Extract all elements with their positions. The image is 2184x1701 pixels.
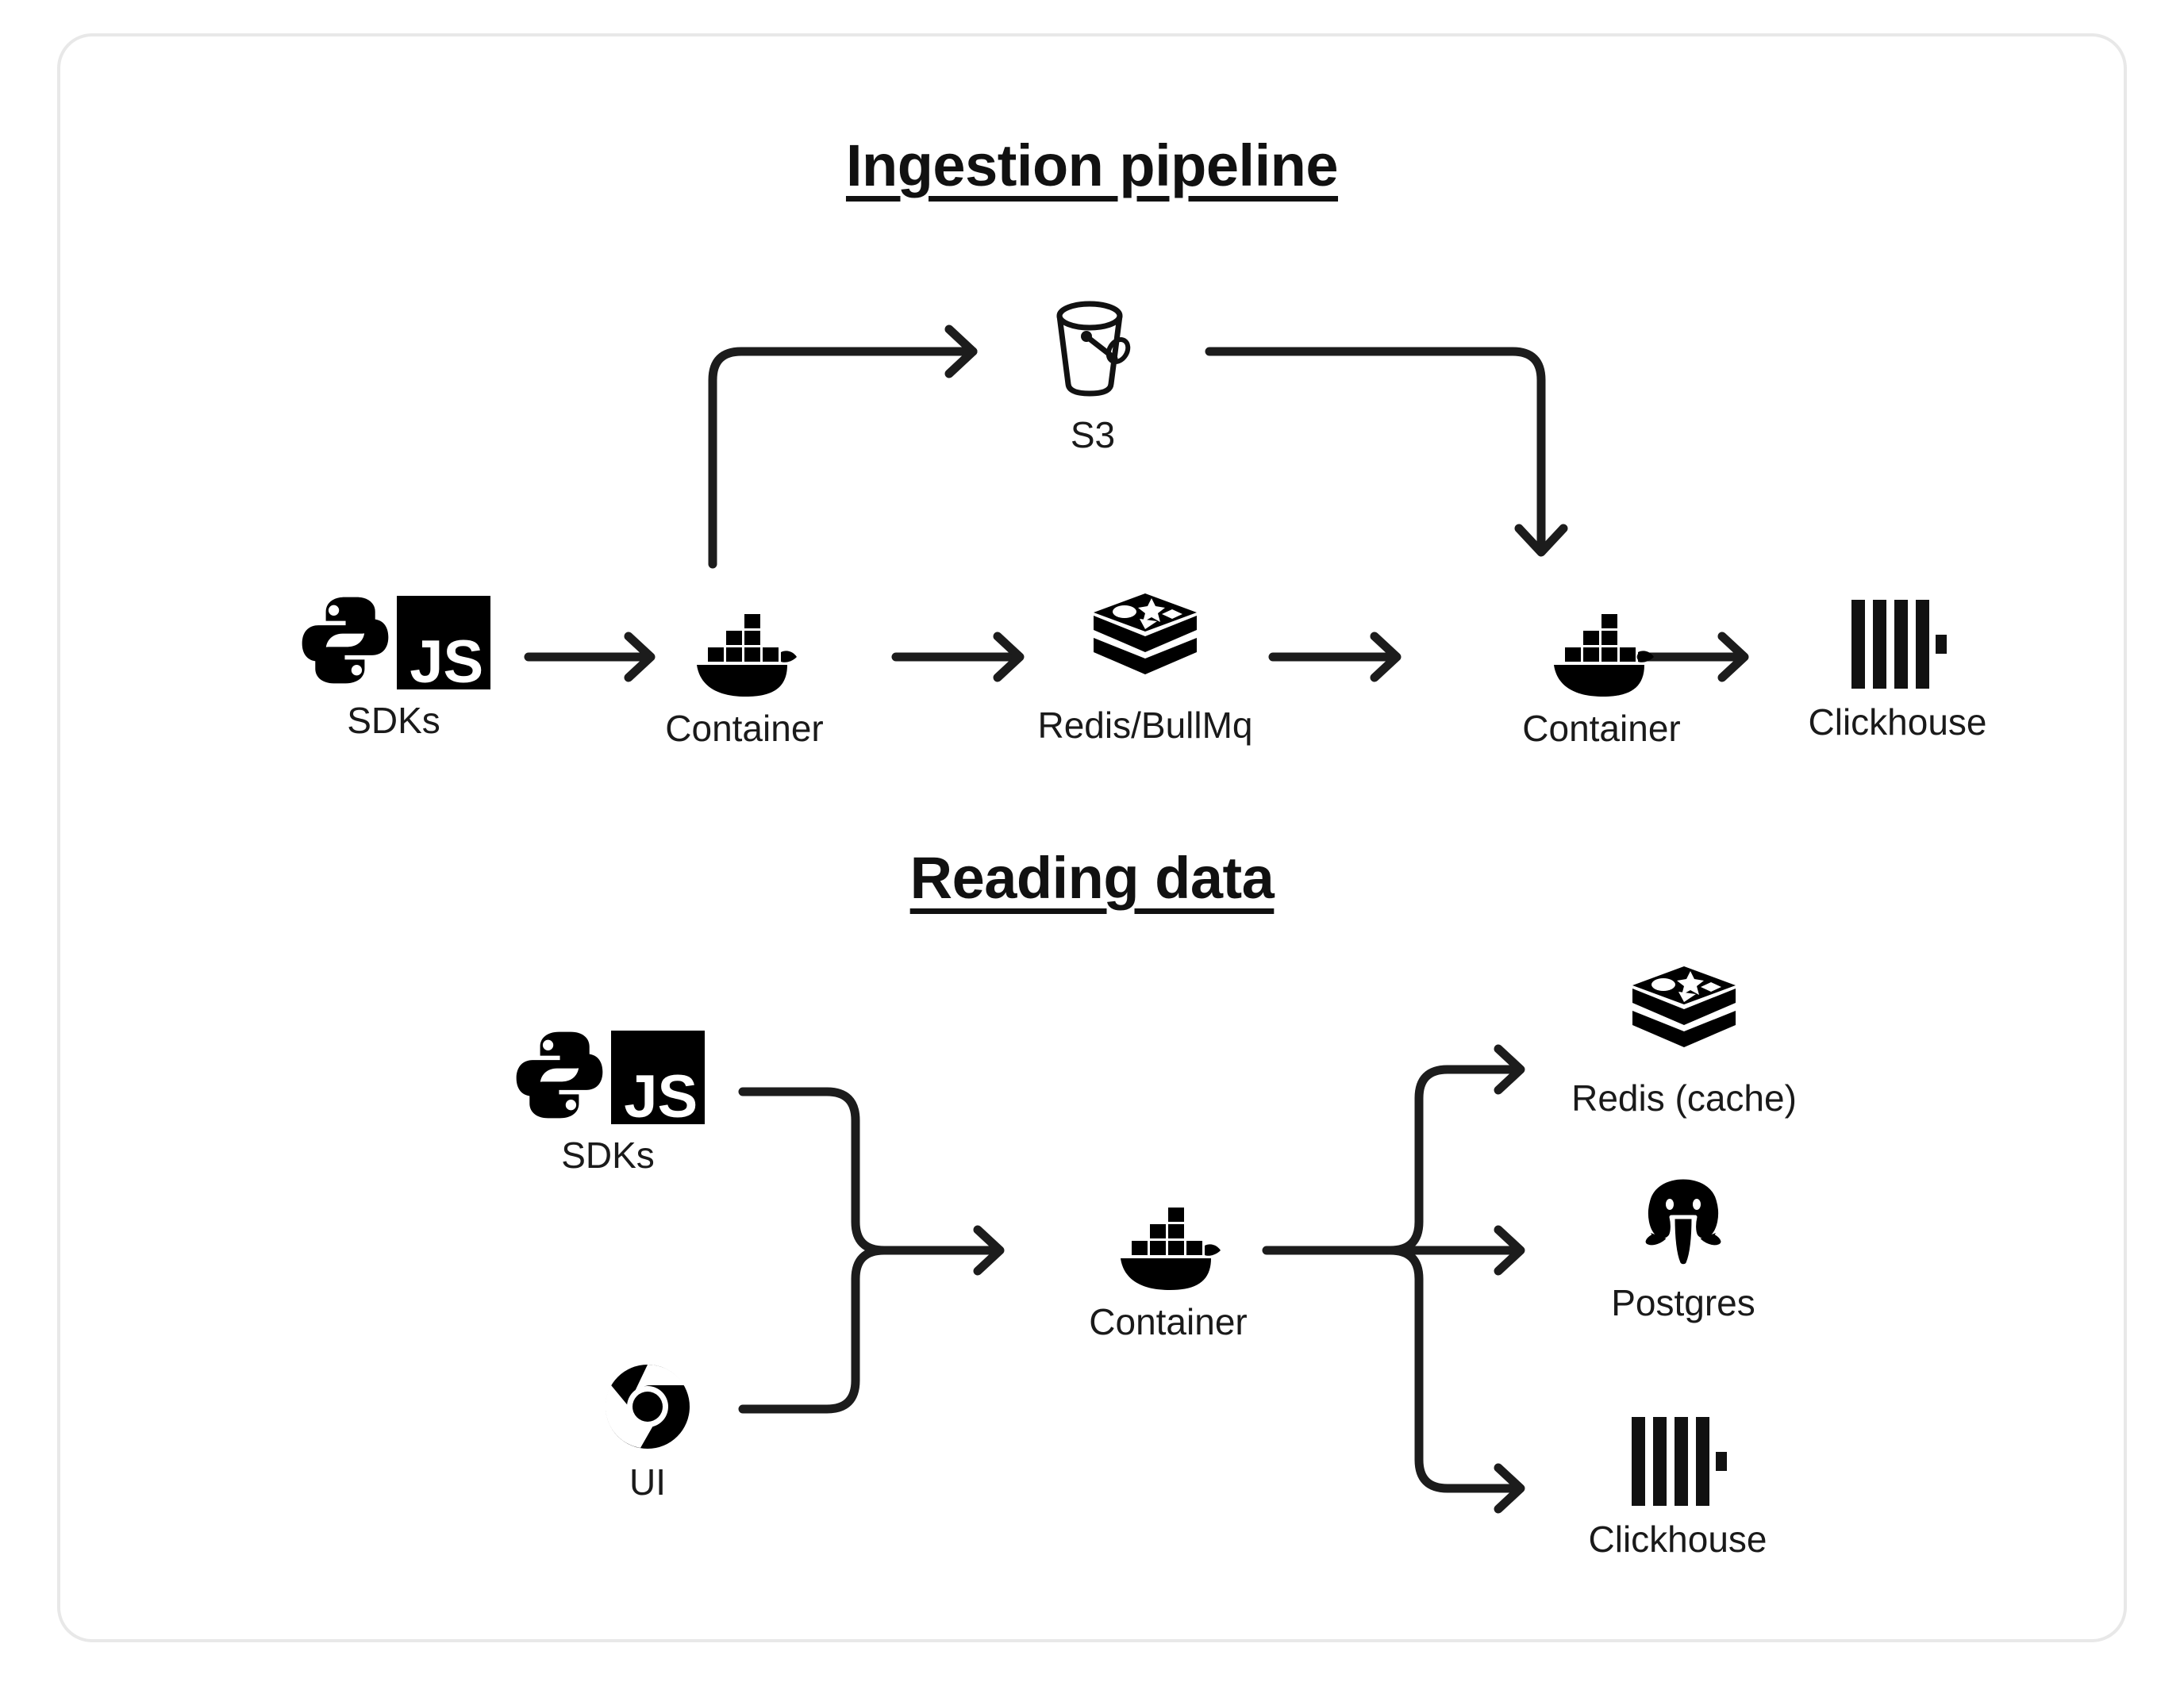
node-label: Postgres <box>1611 1282 1755 1323</box>
edge-container-clickhouse <box>1386 1246 1524 1493</box>
node-sdks-reading[interactable]: JS SDKs <box>473 1027 743 1177</box>
python-js-sdk-icon: JS <box>473 1027 743 1131</box>
redis-stack-icon <box>1517 965 1851 1070</box>
node-label: UI <box>629 1461 666 1503</box>
docker-whale-icon <box>1049 1196 1287 1294</box>
node-redis-cache[interactable]: Redis (cache) <box>1517 965 1851 1119</box>
s3-bucket-icon <box>1002 295 1184 407</box>
node-s3[interactable]: S3 <box>1002 295 1184 456</box>
node-container-reading[interactable]: Container <box>1049 1196 1287 1343</box>
node-label: SDKs <box>561 1135 655 1176</box>
edge-ui-container <box>738 1246 889 1414</box>
node-label: Container <box>1522 708 1681 749</box>
node-container2[interactable]: Container <box>1482 603 1721 750</box>
edge-sdks-container <box>738 1087 889 1255</box>
node-clickhouse-ingestion[interactable]: Clickhouse <box>1767 598 2028 743</box>
node-label: Clickhouse <box>1808 701 1987 743</box>
section-title-reading: Reading data <box>909 845 1275 911</box>
node-redis-bullmq[interactable]: Redis/BullMq <box>998 592 1292 747</box>
edge-container1-s3 <box>708 347 978 569</box>
clickhouse-bars-icon <box>1543 1415 1813 1511</box>
edge-container-rediscache <box>1386 1065 1524 1255</box>
node-clickhouse-reading[interactable]: Clickhouse <box>1543 1415 1813 1561</box>
docker-whale-icon <box>625 603 863 701</box>
node-ui[interactable]: UI <box>568 1363 727 1503</box>
node-sdks-ingestion[interactable]: JS SDKs <box>259 592 529 742</box>
node-label: Clickhouse <box>1588 1519 1767 1560</box>
docker-whale-icon <box>1482 603 1721 701</box>
node-label: S3 <box>1070 414 1116 455</box>
node-label: Redis/BullMq <box>1037 705 1253 746</box>
node-postgres[interactable]: Postgres <box>1552 1171 1814 1324</box>
postgres-elephant-icon <box>1552 1171 1814 1275</box>
python-icon <box>297 592 394 693</box>
python-js-sdk-icon: JS <box>259 592 529 696</box>
node-label: Redis (cache) <box>1571 1077 1797 1119</box>
clickhouse-bars-icon <box>1767 598 2028 694</box>
node-label: Container <box>1089 1301 1248 1342</box>
diagram-edges <box>524 324 1749 1514</box>
edge-s3-container2 <box>1205 347 1546 555</box>
javascript-icon: JS <box>611 1030 706 1131</box>
python-icon <box>511 1027 608 1127</box>
chrome-browser-icon <box>568 1363 727 1454</box>
node-label: SDKs <box>347 700 440 741</box>
node-label: Container <box>665 708 824 749</box>
section-title-ingestion: Ingestion pipeline <box>845 132 1339 198</box>
javascript-icon: JS <box>397 595 491 696</box>
diagram-card: Ingestion pipeline Reading data <box>57 33 2127 1642</box>
redis-stack-icon <box>998 592 1292 697</box>
node-container1[interactable]: Container <box>625 603 863 750</box>
